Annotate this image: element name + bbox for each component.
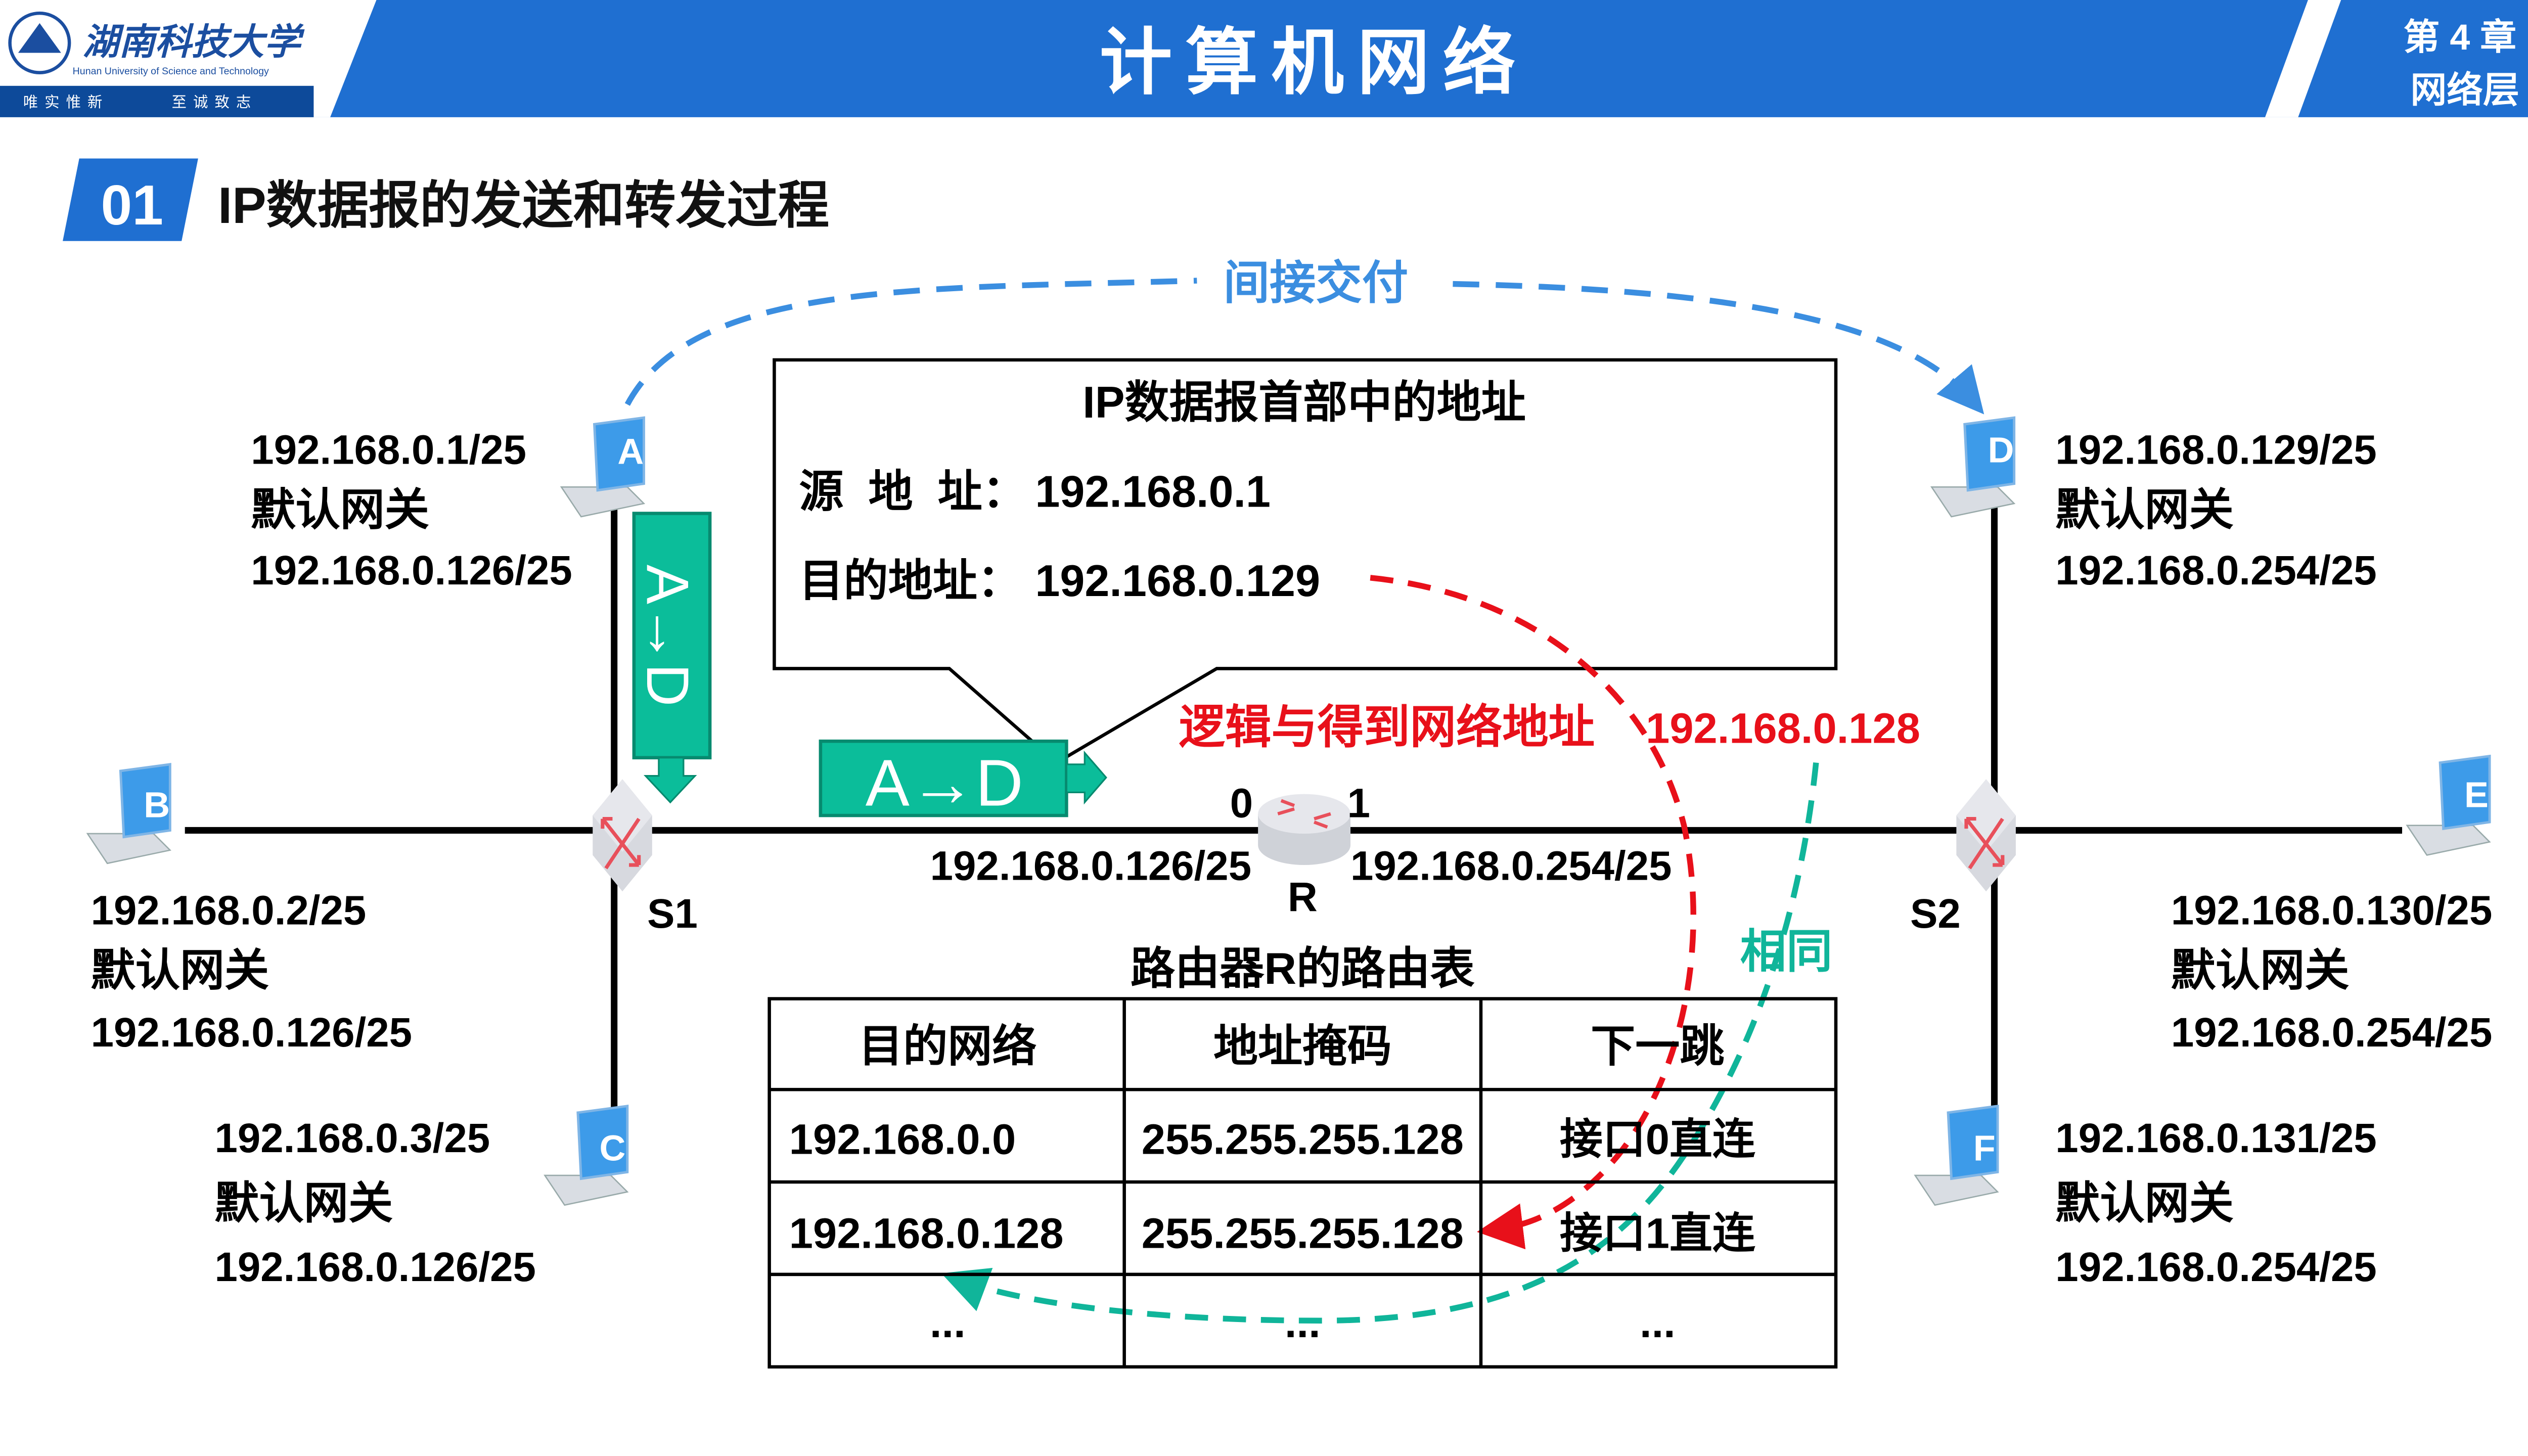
router-label: R (1288, 874, 1318, 920)
section-number: 01 (101, 173, 163, 237)
source-address-value: 192.168.0.1 (1035, 466, 1271, 516)
motto-left: 唯实惟新 (23, 94, 109, 111)
host-f-gateway: 192.168.0.254/25 (2055, 1244, 2376, 1290)
packet-label: A→D (866, 746, 1023, 820)
switch-s1-icon (593, 779, 652, 891)
table-cell: 255.255.255.128 (1142, 1209, 1464, 1257)
host-d-ip: 192.168.0.129/25 (2055, 427, 2376, 473)
table-row: 192.168.0.128 255.255.255.128 接口1直连 (789, 1209, 1755, 1257)
host-e-label: E (2464, 775, 2489, 815)
column-header: 地址掩码 (1213, 1021, 1392, 1071)
host-b-ip: 192.168.0.2/25 (91, 888, 367, 934)
host-e-gateway-label: 默认网关 (2171, 945, 2350, 995)
table-row: 192.168.0.0 255.255.255.128 接口0直连 (789, 1115, 1755, 1163)
network-address-result: 192.168.0.128 (1646, 704, 1920, 752)
packet-vertical-label: A→D (635, 565, 701, 707)
host-d: D 192.168.0.129/25 默认网关 192.168.0.254/25 (1931, 418, 2377, 594)
host-f-label: F (1973, 1128, 1996, 1169)
switch-s2-icon (1956, 779, 2016, 891)
router-icon (1258, 794, 1351, 866)
switch-s2-label: S2 (1910, 891, 1961, 937)
router-port-1: 1 (1347, 780, 1370, 826)
host-c-gateway-label: 默认网关 (214, 1178, 393, 1228)
packet-horizontal: A→D (819, 739, 1107, 820)
host-a-ip: 192.168.0.1/25 (251, 427, 526, 473)
table-cell: ... (1640, 1298, 1676, 1346)
host-f: F 192.168.0.131/25 默认网关 192.168.0.254/25 (1915, 1106, 2377, 1290)
table-row: ... ... ... (930, 1298, 1676, 1346)
host-a: A 192.168.0.1/25 默认网关 192.168.0.126/25 (251, 418, 644, 594)
host-a-gateway: 192.168.0.126/25 (251, 548, 572, 594)
logo-chinese-name: 湖南科技大学 (82, 22, 305, 63)
column-header: 下一跳 (1591, 1021, 1724, 1071)
university-logo: 湖南科技大学 Hunan University of Science and T… (8, 11, 305, 111)
host-c-gateway: 192.168.0.126/25 (214, 1244, 535, 1290)
routing-table (768, 997, 1838, 1369)
section-title: IP数据报的发送和转发过程 (218, 177, 829, 234)
switch-s1-label: S1 (647, 891, 698, 937)
header-bar (0, 0, 2528, 117)
host-e: E 192.168.0.130/25 默认网关 192.168.0.254/25 (2171, 756, 2492, 1056)
table-cell: 接口1直连 (1560, 1209, 1755, 1257)
router-port-0-ip: 192.168.0.126/25 (930, 843, 1251, 889)
host-b: B 192.168.0.2/25 默认网关 192.168.0.126/25 (87, 764, 412, 1056)
host-e-ip: 192.168.0.130/25 (2171, 888, 2492, 934)
logo-english-name: Hunan University of Science and Technolo… (73, 66, 269, 77)
callout-title: IP数据报首部中的地址 (1082, 377, 1526, 427)
indirect-delivery-label: 间接交付 (1224, 257, 1409, 309)
router-port-1-ip: 192.168.0.254/25 (1350, 843, 1672, 889)
table-cell: 255.255.255.128 (1142, 1115, 1464, 1163)
host-c-label: C (599, 1128, 625, 1169)
routing-table-header: 目的网络 地址掩码 下一跳 (859, 1021, 1725, 1071)
source-address-label: 源 地 址： (799, 466, 1027, 516)
host-a-gateway-label: 默认网关 (251, 484, 429, 534)
motto-right: 至诚致志 (172, 94, 258, 111)
host-d-gateway: 192.168.0.254/25 (2055, 548, 2376, 594)
chapter-name: 网络层 (2410, 70, 2519, 110)
destination-address-value: 192.168.0.129 (1035, 556, 1320, 606)
table-cell: 192.168.0.128 (789, 1209, 1064, 1257)
host-d-gateway-label: 默认网关 (2055, 484, 2234, 534)
table-cell: 192.168.0.0 (789, 1115, 1016, 1163)
host-b-gateway-label: 默认网关 (91, 945, 269, 995)
column-header: 目的网络 (859, 1021, 1037, 1071)
host-c-ip: 192.168.0.3/25 (214, 1115, 490, 1161)
host-a-label: A (617, 432, 644, 472)
packet-vertical: A→D (632, 512, 712, 804)
host-b-gateway: 192.168.0.126/25 (91, 1010, 412, 1056)
host-e-gateway: 192.168.0.254/25 (2171, 1010, 2492, 1056)
table-cell: ... (1285, 1298, 1321, 1346)
router-port-0: 0 (1230, 780, 1253, 826)
host-f-gateway-label: 默认网关 (2055, 1178, 2234, 1228)
table-cell: 接口0直连 (1560, 1115, 1755, 1163)
chapter-number: 第 4 章 (2404, 17, 2517, 58)
host-c: C 192.168.0.3/25 默认网关 192.168.0.126/25 (214, 1106, 627, 1290)
address-callout: IP数据报首部中的地址 源 地 址： 192.168.0.1 目的地址： 192… (773, 358, 1838, 765)
same-label: 相同 (1740, 926, 1833, 977)
course-title: 计算机网络 (1100, 22, 1529, 103)
same-network-arrow (941, 762, 1819, 1324)
host-f-ip: 192.168.0.131/25 (2055, 1115, 2376, 1161)
table-cell: ... (930, 1298, 966, 1346)
section-badge (63, 158, 198, 241)
host-d-label: D (1988, 430, 2014, 470)
routing-table-title: 路由器R的路由表 (1131, 943, 1475, 993)
logic-and-label: 逻辑与得到网络地址 (1179, 701, 1595, 753)
host-b-label: B (144, 785, 170, 825)
destination-address-label: 目的地址： (799, 556, 1022, 606)
indirect-delivery-arrow (624, 278, 1973, 404)
